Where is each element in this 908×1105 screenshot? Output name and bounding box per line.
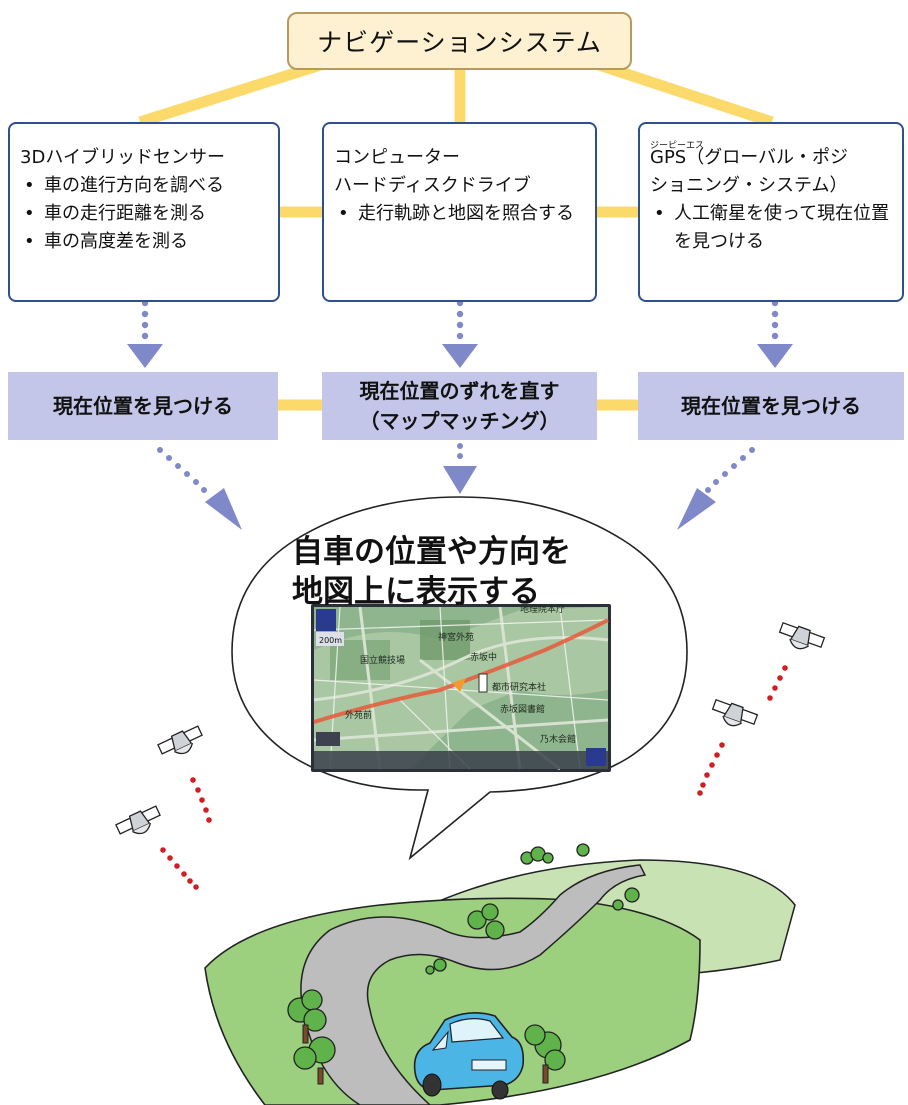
connector-left xyxy=(138,56,332,128)
result-box-right: 現在位置を見つける xyxy=(638,372,904,440)
satellite-icon xyxy=(711,698,759,727)
connector-right xyxy=(588,56,774,128)
bubble-line1: 自車の位置や方向を xyxy=(292,534,571,570)
gps-list: 人工衛星を使って現在位置を見つける xyxy=(650,200,894,256)
list-item: 人工衛星を使って現在位置を見つける xyxy=(650,200,894,256)
gps-heading-text: GPS（グローバル・ポジ xyxy=(650,147,849,168)
arrow-converge-left xyxy=(157,447,242,530)
list-item: 車の進行方向を調べる xyxy=(20,172,270,200)
satellites xyxy=(115,621,826,890)
gps-heading-line1: ジーピーエス GPS（グローバル・ポジ xyxy=(650,141,894,172)
computer-list: 走行軌跡と地図を照合する xyxy=(334,200,587,228)
result-box-center: 現在位置のずれを直す （マップマッチング） xyxy=(322,372,597,440)
gps-heading-line2: ショニング・システム） xyxy=(650,175,848,196)
computer-heading-line1: コンピューター xyxy=(334,147,460,168)
computer-box: コンピューター ハードディスクドライブ 走行軌跡と地図を照合する xyxy=(322,122,597,302)
map-screen-labels: 地理院本庁 神宮外苑 赤坂中 国立競技場 都市研究本社 赤坂図書館 外苑前 乃木… xyxy=(319,603,576,745)
arrow-down-right xyxy=(757,299,793,368)
gps-box: ジーピーエス GPS（グローバル・ポジ ショニング・システム） 人工衛星を使って… xyxy=(638,122,904,302)
page-title: ナビゲーションシステム xyxy=(317,28,602,57)
list-item: 走行軌跡と地図を照合する xyxy=(334,200,587,228)
arrow-converge-right xyxy=(677,447,755,530)
signal-dots xyxy=(160,665,788,890)
map-label: 神宮外苑 xyxy=(438,631,474,643)
map-label: 赤坂中 xyxy=(470,651,497,663)
sensor-box: 3Dハイブリッドセンサー 車の進行方向を調べる 車の走行距離を測る 車の高度差を… xyxy=(8,122,280,302)
dotted-arrows-converge xyxy=(157,443,755,530)
dotted-arrows-down xyxy=(127,299,793,368)
map-screen: 地理院本庁 神宮外苑 赤坂中 国立競技場 都市研究本社 赤坂図書館 外苑前 乃木… xyxy=(311,603,611,772)
satellite-icon xyxy=(157,725,203,755)
map-label: 都市研究本社 xyxy=(492,681,546,693)
result-text-line2: （マップマッチング） xyxy=(359,409,560,433)
arrow-down-center xyxy=(442,299,478,368)
title-box: ナビゲーションシステム xyxy=(287,12,632,70)
result-text-line1: 現在位置のずれを直す xyxy=(359,379,560,403)
connector-lines xyxy=(138,56,774,411)
arrow-down-left xyxy=(127,299,163,368)
result-text: 現在位置を見つける xyxy=(681,394,861,418)
map-label: 外苑前 xyxy=(345,709,372,721)
bubble-text: 自車の位置や方向を 地図上に表示する xyxy=(292,532,612,612)
arrow-converge-center xyxy=(443,443,477,494)
computer-heading-line2: ハードディスクドライブ xyxy=(334,175,531,196)
sensor-list: 車の進行方向を調べる 車の走行距離を測る 車の高度差を測る xyxy=(20,172,270,256)
map-label: 国立競技場 xyxy=(360,654,405,666)
bubble-line2: 地図上に表示する xyxy=(292,574,540,610)
car-icon xyxy=(413,1012,525,1100)
map-label: 赤坂図書館 xyxy=(500,703,545,715)
landscape xyxy=(204,843,796,1105)
result-box-left: 現在位置を見つける xyxy=(8,372,278,440)
list-item: 車の高度差を測る xyxy=(20,228,270,256)
list-item: 車の走行距離を測る xyxy=(20,200,270,228)
map-scale: 200m xyxy=(319,636,342,645)
sensor-heading: 3Dハイブリッドセンサー xyxy=(20,147,225,168)
gps-ruby: ジーピーエス xyxy=(650,141,705,151)
satellite-icon xyxy=(115,805,161,835)
map-label: 乃木会館 xyxy=(540,733,576,745)
result-text: 現在位置を見つける xyxy=(53,394,233,418)
map-label: 地理院本庁 xyxy=(520,603,565,615)
satellite-icon xyxy=(778,621,826,650)
